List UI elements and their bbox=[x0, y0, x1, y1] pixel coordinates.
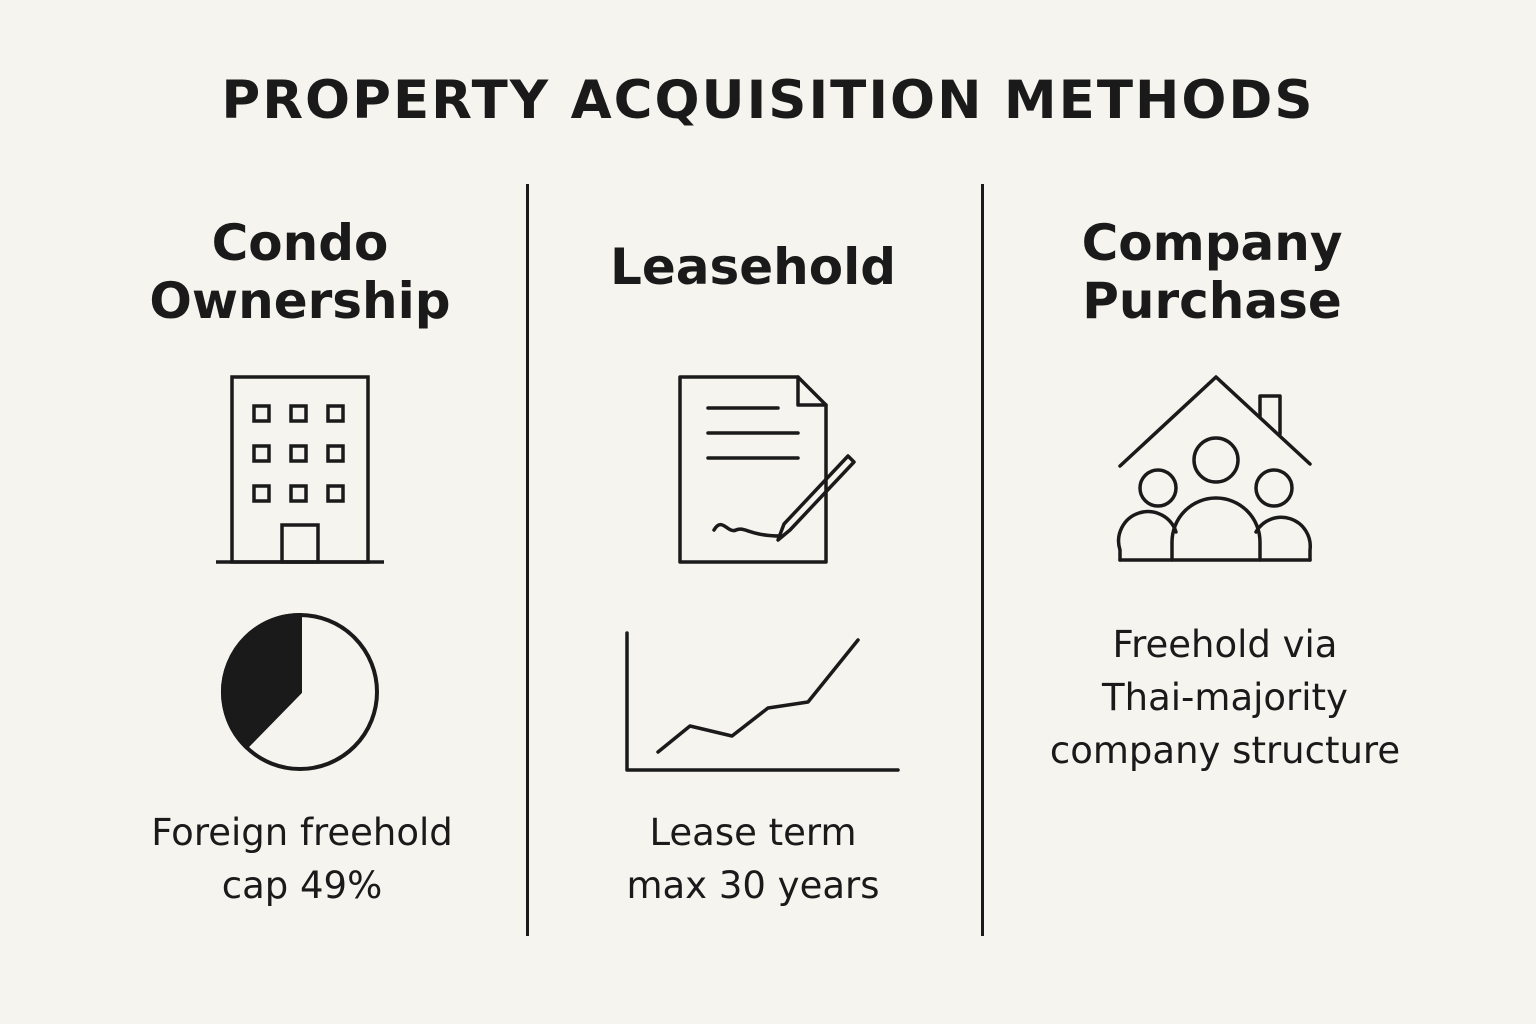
column-caption: Foreign freehold cap 49% bbox=[100, 806, 504, 912]
column-heading: Condo Ownership bbox=[100, 214, 500, 330]
building-icon bbox=[210, 370, 390, 570]
pie-chart-icon bbox=[220, 612, 380, 772]
caption-line: Thai-majority bbox=[1102, 676, 1348, 719]
caption-line: Foreign freehold bbox=[151, 811, 453, 854]
caption-line: max 30 years bbox=[626, 864, 880, 907]
signed-document-icon bbox=[670, 370, 870, 570]
page-title: PROPERTY ACQUISITION METHODS bbox=[221, 70, 1315, 131]
column-divider-left bbox=[526, 184, 529, 936]
caption-line: cap 49% bbox=[221, 864, 383, 907]
caption-line: Freehold via bbox=[1112, 623, 1338, 666]
column-caption: Lease term max 30 years bbox=[555, 806, 951, 912]
house-with-people-icon bbox=[1110, 370, 1320, 570]
column-heading: Leasehold bbox=[560, 238, 946, 296]
heading-line: Condo bbox=[211, 214, 389, 272]
column-caption: Freehold via Thai-majority company struc… bbox=[1010, 618, 1440, 777]
heading-line: Leasehold bbox=[609, 238, 897, 296]
heading-line: Purchase bbox=[1082, 272, 1342, 330]
column-heading: Company Purchase bbox=[1012, 214, 1412, 330]
line-chart-icon bbox=[620, 628, 906, 778]
column-divider-right bbox=[981, 184, 984, 936]
caption-line: company structure bbox=[1049, 729, 1401, 772]
heading-line: Ownership bbox=[149, 272, 451, 330]
heading-line: Company bbox=[1081, 214, 1343, 272]
caption-line: Lease term bbox=[649, 811, 857, 854]
